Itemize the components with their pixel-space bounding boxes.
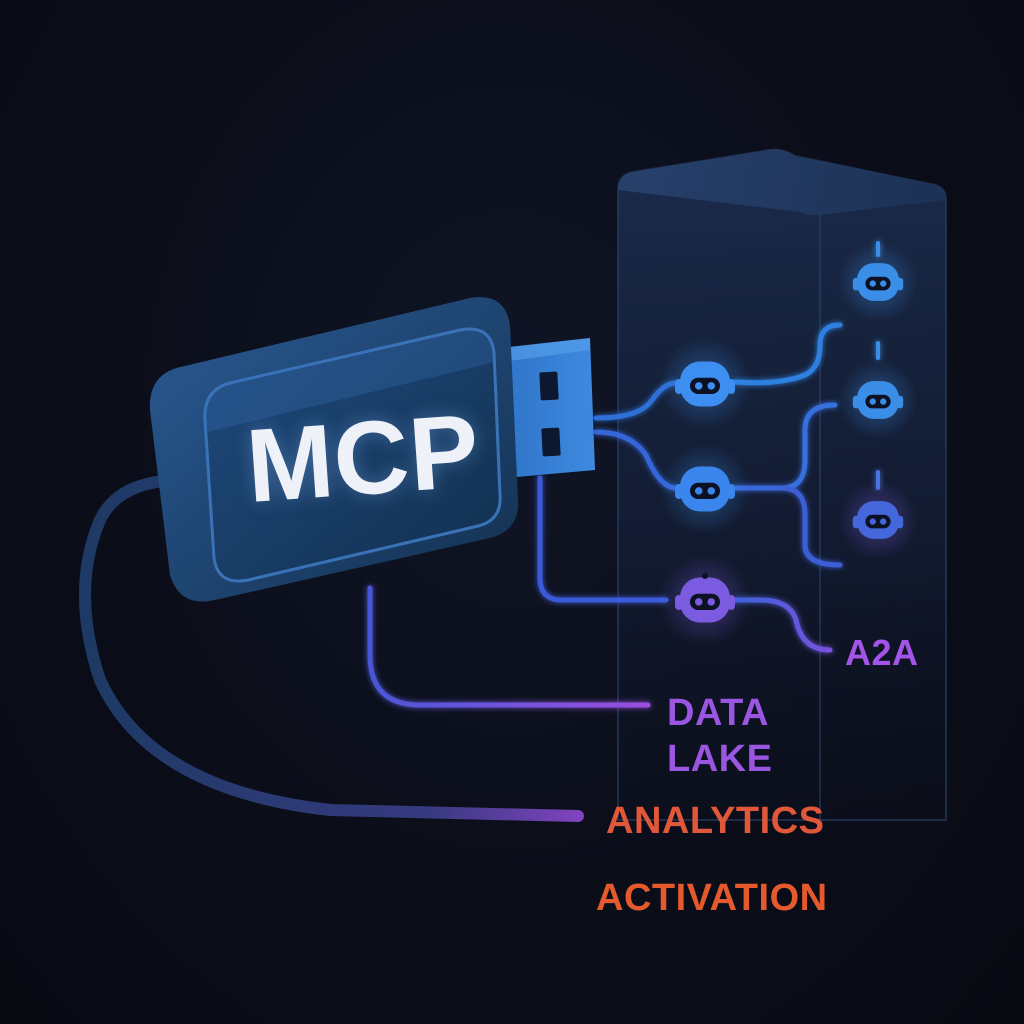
data-lake-label: DATA LAKE — [667, 690, 772, 782]
agent-icon-5 — [838, 360, 918, 440]
agent-icon-1 — [659, 338, 751, 430]
a2a-label: A2A — [845, 632, 919, 673]
analytics-label: ANALYTICS — [606, 800, 825, 842]
agent-icon-4 — [838, 242, 918, 322]
agent-icon-6 — [838, 480, 918, 560]
agent-icon-3 — [659, 554, 751, 646]
usb-plug-icon — [149, 297, 595, 602]
data-lake-connector — [367, 585, 651, 708]
agent-icon-2 — [659, 443, 751, 535]
analytics-cable — [79, 473, 584, 822]
data-lake-label-line-2: LAKE — [667, 738, 773, 780]
activation-label: ACTIVATION — [596, 877, 828, 919]
data-lake-label-line-1: DATA — [667, 692, 769, 734]
mcp-label: MCP — [242, 393, 484, 525]
